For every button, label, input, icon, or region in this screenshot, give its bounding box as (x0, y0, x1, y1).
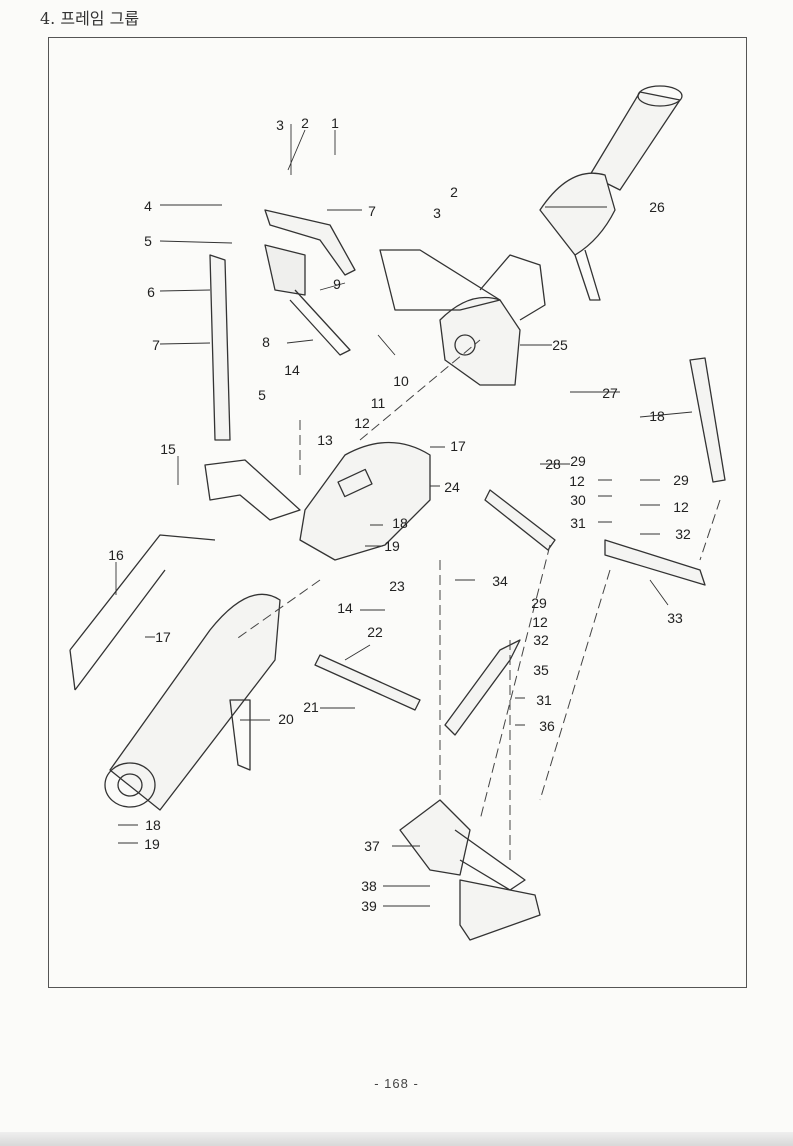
callout-10: 10 (393, 373, 409, 389)
callout-7: 7 (368, 203, 376, 219)
callout-18: 18 (392, 515, 408, 531)
callout-29-2: 29 (673, 472, 689, 488)
callout-24: 24 (444, 479, 460, 495)
part-24-casting (299, 441, 431, 561)
callout-21: 21 (303, 699, 319, 715)
callout-36: 36 (539, 718, 555, 734)
callout-37: 37 (364, 838, 380, 854)
callout-9: 9 (333, 276, 341, 292)
callout-38: 38 (361, 878, 377, 894)
page-number: - 168 - (374, 1076, 419, 1091)
section-heading: 4. 프레임 그룹 (40, 9, 140, 28)
callout-28: 28 (545, 456, 561, 472)
callout-30: 30 (570, 492, 586, 508)
callout-29: 29 (570, 453, 586, 469)
callout-14-2: 14 (337, 600, 353, 616)
part-26-arm (589, 91, 681, 191)
callout-5: 5 (144, 233, 152, 249)
callout-32-2: 32 (533, 632, 549, 648)
part-20-bed (109, 593, 281, 811)
callout-18-3: 18 (145, 817, 161, 833)
callout-18-2: 18 (649, 408, 665, 424)
callout-8: 8 (262, 334, 270, 350)
callout-25: 25 (552, 337, 568, 353)
callout-12-3: 12 (673, 499, 689, 515)
callout-12: 12 (354, 415, 370, 431)
callout-31-2: 31 (536, 692, 552, 708)
callout-32: 32 (675, 526, 691, 542)
callout-15: 15 (160, 441, 176, 457)
scan-edge (0, 1132, 793, 1146)
callout-13: 13 (317, 432, 333, 448)
callout-3: 3 (276, 117, 284, 133)
callout-22: 22 (367, 624, 383, 640)
callout-27: 27 (602, 385, 618, 401)
callout-17-2: 17 (155, 629, 171, 645)
callout-17: 17 (450, 438, 466, 454)
part-16-handle (69, 534, 216, 691)
callout-6: 6 (147, 284, 155, 300)
callout-31: 31 (570, 515, 586, 531)
callout-33: 33 (667, 610, 683, 626)
callout-11: 11 (371, 395, 386, 411)
callout-2-2: 2 (450, 184, 458, 200)
callout-23: 23 (389, 578, 405, 594)
callout-12-2: 12 (569, 473, 585, 489)
callout-16: 16 (108, 547, 124, 563)
callout-34: 34 (492, 573, 508, 589)
callout-19: 19 (384, 538, 400, 554)
callout-39: 39 (361, 898, 377, 914)
callout-1: 1 (331, 115, 339, 131)
callout-19-2: 19 (144, 836, 160, 852)
callout-26: 26 (649, 199, 665, 215)
callout-12-4: 12 (532, 614, 548, 630)
callout-5-2: 5 (258, 387, 266, 403)
callout-29-3: 29 (531, 595, 547, 611)
callout-2: 2 (301, 115, 309, 131)
callout-4: 4 (144, 198, 152, 214)
callout-35: 35 (533, 662, 549, 678)
part-37-base (399, 799, 471, 876)
callout-7-2: 7 (152, 337, 160, 353)
diagram-frame (48, 37, 747, 988)
callout-14: 14 (284, 362, 300, 378)
callout-20: 20 (278, 711, 294, 727)
callout-3-2: 3 (433, 205, 441, 221)
